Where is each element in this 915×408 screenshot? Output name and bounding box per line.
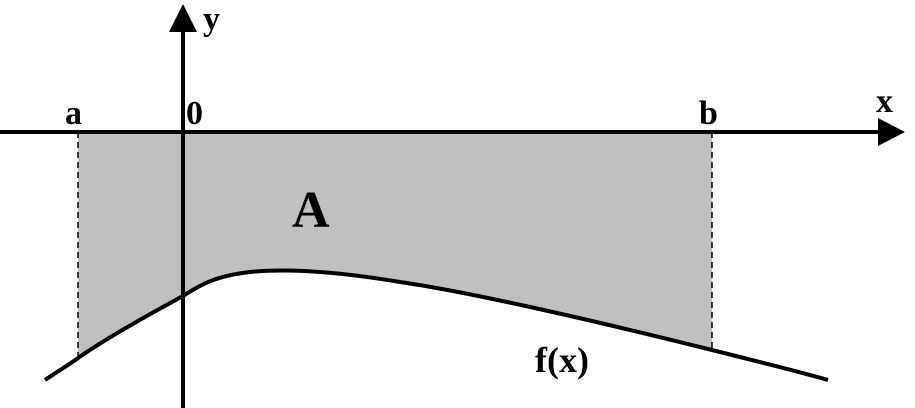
function-curve — [43, 268, 829, 382]
y-axis-label: y — [203, 1, 220, 38]
shaded-area-region — [78, 132, 712, 358]
x-axis-arrow-icon — [878, 118, 905, 146]
lower-bound-label: a — [65, 95, 82, 132]
origin-label: 0 — [186, 95, 203, 132]
function-label: f(x) — [535, 340, 589, 380]
area-label: A — [292, 182, 330, 239]
y-axis-arrow-icon — [169, 4, 197, 32]
x-axis-label: x — [876, 83, 893, 120]
upper-bound-label: b — [699, 95, 718, 132]
